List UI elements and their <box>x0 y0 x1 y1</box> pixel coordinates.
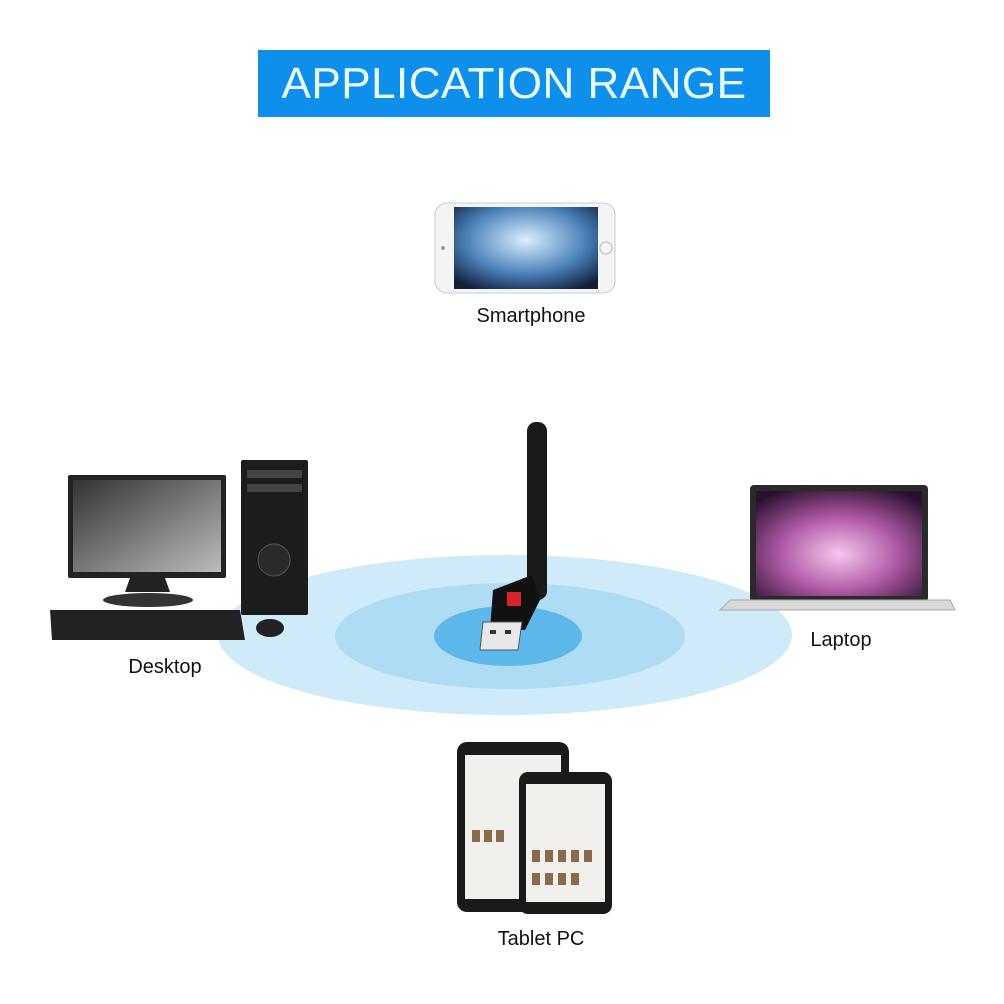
tablet-label: Tablet PC <box>497 928 585 950</box>
laptop-label: Laptop <box>810 629 872 651</box>
desktop-icon <box>50 460 308 640</box>
laptop-icon <box>718 485 956 611</box>
tablet-icon <box>457 742 612 914</box>
title-banner: APPLICATION RANGE <box>258 50 770 117</box>
smartphone-label: Smartphone <box>476 305 586 327</box>
usb-wifi-adapter-icon <box>479 422 547 651</box>
smartphone-icon <box>434 202 616 294</box>
desktop-label: Desktop <box>128 656 202 678</box>
banner-title: APPLICATION RANGE <box>281 58 747 108</box>
